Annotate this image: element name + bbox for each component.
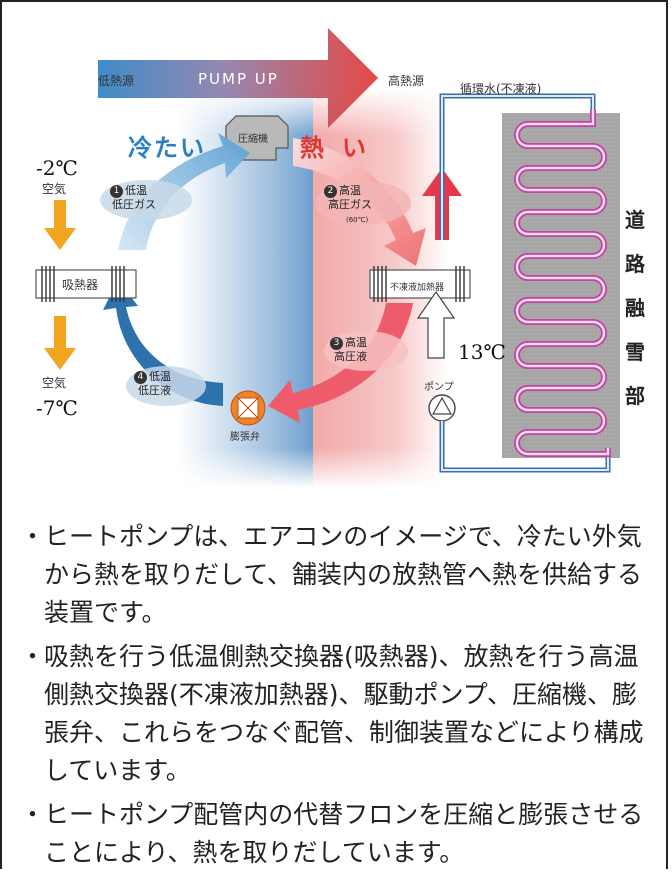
step-3-number: 3 xyxy=(330,336,343,350)
road-char-2: 路 xyxy=(625,252,645,276)
air-out-label: 空気 xyxy=(42,376,67,390)
air-out-temp: -7℃ xyxy=(36,396,78,420)
road-char-1: 道 xyxy=(625,208,645,232)
heater-unit xyxy=(369,266,471,302)
step-3-line-2: 高圧液 xyxy=(334,350,367,363)
step-4-number: 4 xyxy=(134,370,147,384)
low-heat-source-label: 低熱源 xyxy=(98,74,135,88)
high-heat-source-label: 高熱源 xyxy=(388,74,425,88)
antifreeze-heater-label: 不凍液加熱器 xyxy=(390,283,445,293)
step-2-number: 2 xyxy=(324,184,337,198)
pump-up-label: PUMP UP xyxy=(198,70,279,88)
road-snow-melting-label: 道 路 融 雪 部 xyxy=(620,198,650,418)
absorber-label: 吸熱器 xyxy=(62,278,99,292)
step-1-line-2: 低圧ガス xyxy=(112,198,156,211)
hot-label: 熱い xyxy=(300,134,384,162)
absorber-unit xyxy=(35,266,137,302)
step-4-line-1: 低温 xyxy=(149,370,171,383)
water-temp: 13℃ xyxy=(458,340,506,364)
circulating-water-label: 循環水(不凍液) xyxy=(460,82,542,96)
description-list: ヒートポンプは、エアコンのイメージで、冷たい外気から熱を取りだして、舗装内の放熱… xyxy=(20,518,654,878)
road-char-5: 部 xyxy=(625,384,645,408)
pump-label: ポンプ xyxy=(424,382,454,393)
compressor-label: 圧縮機 xyxy=(238,134,268,145)
air-in-label: 空気 xyxy=(42,182,67,196)
diagram-graphics xyxy=(35,28,620,488)
step-2-note: (60℃) xyxy=(346,216,369,224)
step-1-line-1: 低温 xyxy=(125,184,147,197)
step-2-line-1: 高温 xyxy=(339,184,361,197)
step-2-line-2: 高圧ガス xyxy=(328,198,372,211)
step-4-line-2: 低圧液 xyxy=(138,384,171,397)
heat-pump-diagram: 低熱源 PUMP UP 高熱源 循環水(不凍液) 冷たい 熱い 圧縮機 -2℃ … xyxy=(18,18,654,488)
road-char-4: 雪 xyxy=(625,340,645,364)
step-3-line-1: 高温 xyxy=(345,336,367,349)
air-in-temp: -2℃ xyxy=(36,156,78,180)
step-1-number: 1 xyxy=(110,184,123,198)
cold-label: 冷たい xyxy=(128,134,206,162)
description-item-2: 吸熱を行う低温側熱交換器(吸熱器)、放熱を行う高温側熱交換器(不凍液加熱器)、駆… xyxy=(20,638,654,790)
road-char-3: 融 xyxy=(625,296,645,320)
expansion-valve-label: 膨張弁 xyxy=(230,432,260,443)
description-item-3: ヒートポンプ配管内の代替フロンを圧縮と膨張させることにより、熱を取りだしています… xyxy=(20,796,654,872)
description-item-1: ヒートポンプは、エアコンのイメージで、冷たい外気から熱を取りだして、舗装内の放熱… xyxy=(20,518,654,632)
